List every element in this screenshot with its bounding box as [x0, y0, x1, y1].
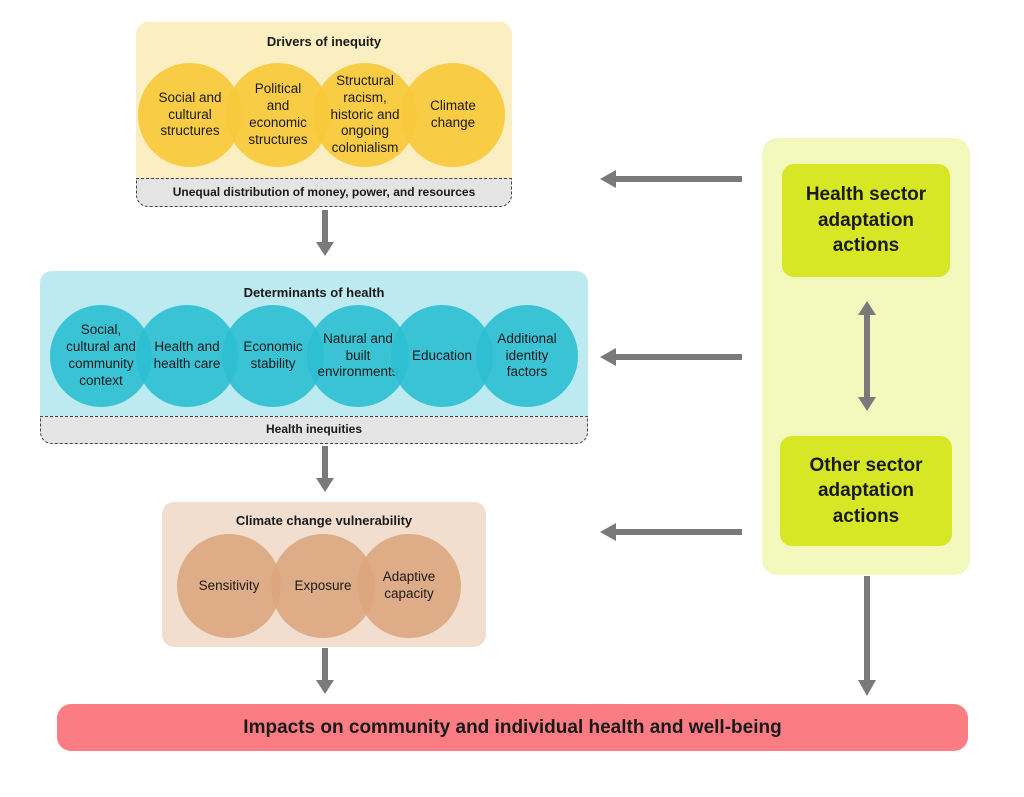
- arrow-drivers-to-determinants: [316, 210, 334, 256]
- arrow-to-drivers: [600, 170, 742, 188]
- arrow-determinants-to-vulnerability: [316, 446, 334, 492]
- arrow-actions-to-impact: [858, 576, 876, 696]
- determinants-title: Determinants of health: [243, 285, 385, 300]
- other-sector-actions-box: Other sector adaptation actions: [780, 436, 952, 546]
- determinant-circle-social-context: Social, cultural and community context: [50, 305, 152, 407]
- drivers-bar: Unequal distribution of money, power, an…: [136, 178, 512, 207]
- determinants-bar: Health inequities: [40, 416, 588, 444]
- arrow-vulnerability-to-impact: [316, 648, 334, 694]
- driver-circle-political-economic: Political and economic structures: [226, 63, 330, 167]
- determinant-circle-identity: Additional identity factors: [476, 305, 578, 407]
- health-sector-actions-box: Health sector adaptation actions: [782, 164, 950, 277]
- driver-circle-structural-racism: Structural racism, historic and ongoing …: [313, 63, 417, 167]
- drivers-title: Drivers of inequity: [266, 34, 382, 49]
- arrow-to-determinants: [600, 348, 742, 366]
- vulnerability-circle-adaptive-capacity: Adaptive capacity: [357, 534, 461, 638]
- driver-circle-social-cultural: Social and cultural structures: [138, 63, 242, 167]
- vulnerability-circle-sensitivity: Sensitivity: [177, 534, 281, 638]
- arrow-to-vulnerability: [600, 523, 742, 541]
- arrow-between-actions: [858, 301, 876, 411]
- determinant-circle-health-care: Health and health care: [136, 305, 238, 407]
- vulnerability-title: Climate change vulnerability: [235, 513, 413, 528]
- impact-bar: Impacts on community and individual heal…: [57, 704, 968, 751]
- driver-circle-climate-change: Climate change: [401, 63, 505, 167]
